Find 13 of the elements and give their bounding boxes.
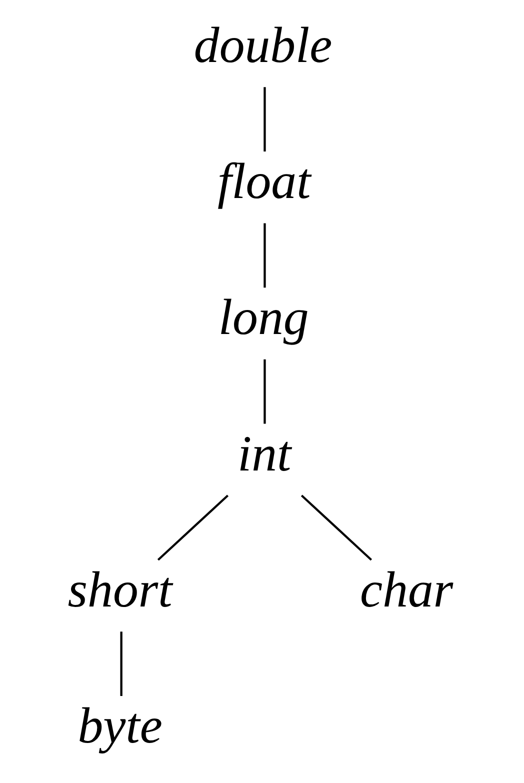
node-text: long [218,289,309,346]
connector [120,632,122,696]
node-text: float [218,153,311,210]
connector [264,359,266,424]
connector [300,494,372,561]
node-text: int [237,425,292,482]
node-text: char [360,561,454,618]
node-text: double [194,16,332,73]
node-text: byte [78,698,162,754]
connector [157,494,229,561]
node-text: short [68,561,172,618]
connector [264,223,266,288]
connector [264,87,266,152]
